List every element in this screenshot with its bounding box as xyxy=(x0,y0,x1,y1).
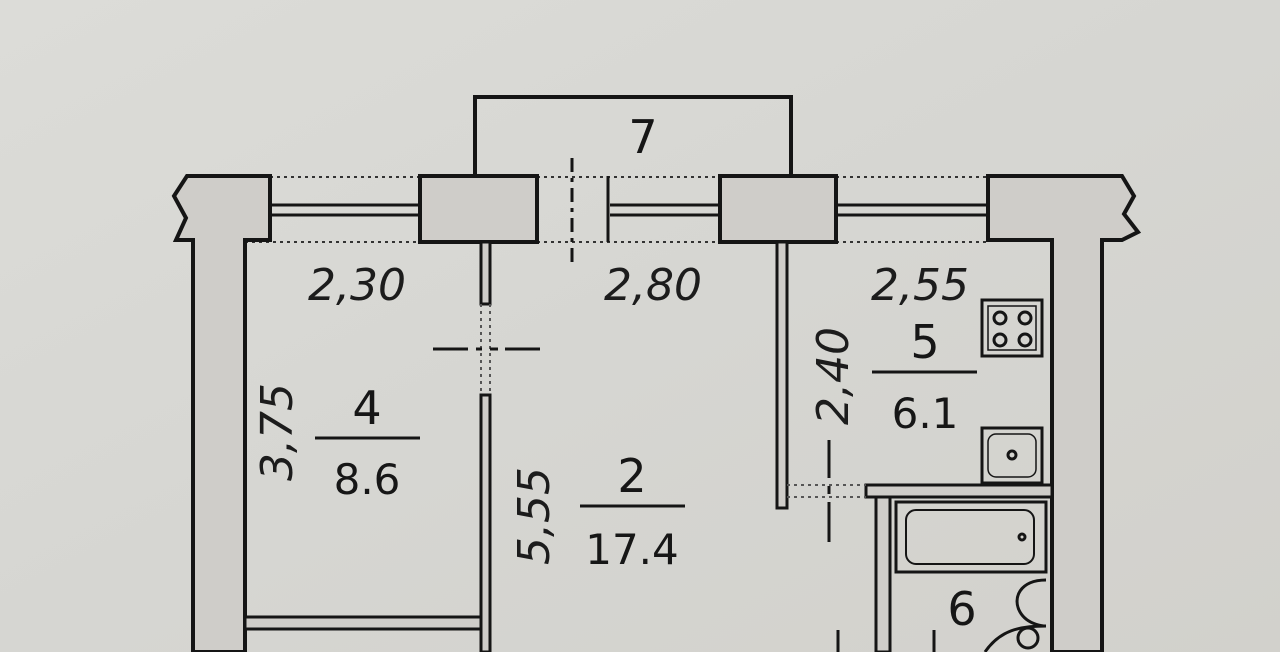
partition-4-2 xyxy=(479,240,492,652)
partition-5-6 xyxy=(787,483,1054,652)
room-2-number: 2 xyxy=(617,449,646,503)
partition-2-5 xyxy=(775,240,789,510)
pier-left xyxy=(418,174,539,244)
dimension-2-55: 2,55 xyxy=(871,260,969,311)
room4-bottom-wall xyxy=(243,615,483,631)
room-7-number: 7 xyxy=(628,110,657,164)
room-7-label: 7 xyxy=(628,110,657,164)
room-4-number: 4 xyxy=(352,381,381,435)
room-6-label: 6 xyxy=(947,582,976,636)
balcony-outline xyxy=(473,95,793,176)
right-outer-wall xyxy=(986,174,1142,652)
facade-dotted-line xyxy=(245,176,990,243)
dimension-3-75: 3,75 xyxy=(252,383,303,481)
dimension-2-40: 2,40 xyxy=(808,327,859,425)
room-5-label: 5 6.1 xyxy=(872,315,977,438)
room-5-area: 6.1 xyxy=(892,389,959,438)
room-2-label: 2 17.4 xyxy=(580,449,685,574)
left-outer-wall xyxy=(171,174,272,652)
room-5-number: 5 xyxy=(910,315,939,369)
bathtub-icon xyxy=(894,500,1048,574)
pier-right xyxy=(718,174,838,244)
stove-icon xyxy=(980,298,1044,358)
door-2-5-axis xyxy=(827,440,936,652)
room-6-number: 6 xyxy=(947,582,976,636)
dimension-2-80: 2,80 xyxy=(604,260,702,311)
dimension-2-30: 2,30 xyxy=(308,260,406,311)
dimension-5-55: 5,55 xyxy=(509,467,560,565)
room-4-label: 4 8.6 xyxy=(315,381,420,504)
room-2-area: 17.4 xyxy=(585,525,679,574)
room-4-area: 8.6 xyxy=(334,455,401,504)
window-lines xyxy=(270,203,990,217)
sink-icon xyxy=(980,426,1044,485)
balcony-door xyxy=(570,158,610,262)
washbasin-icon xyxy=(983,578,1047,652)
